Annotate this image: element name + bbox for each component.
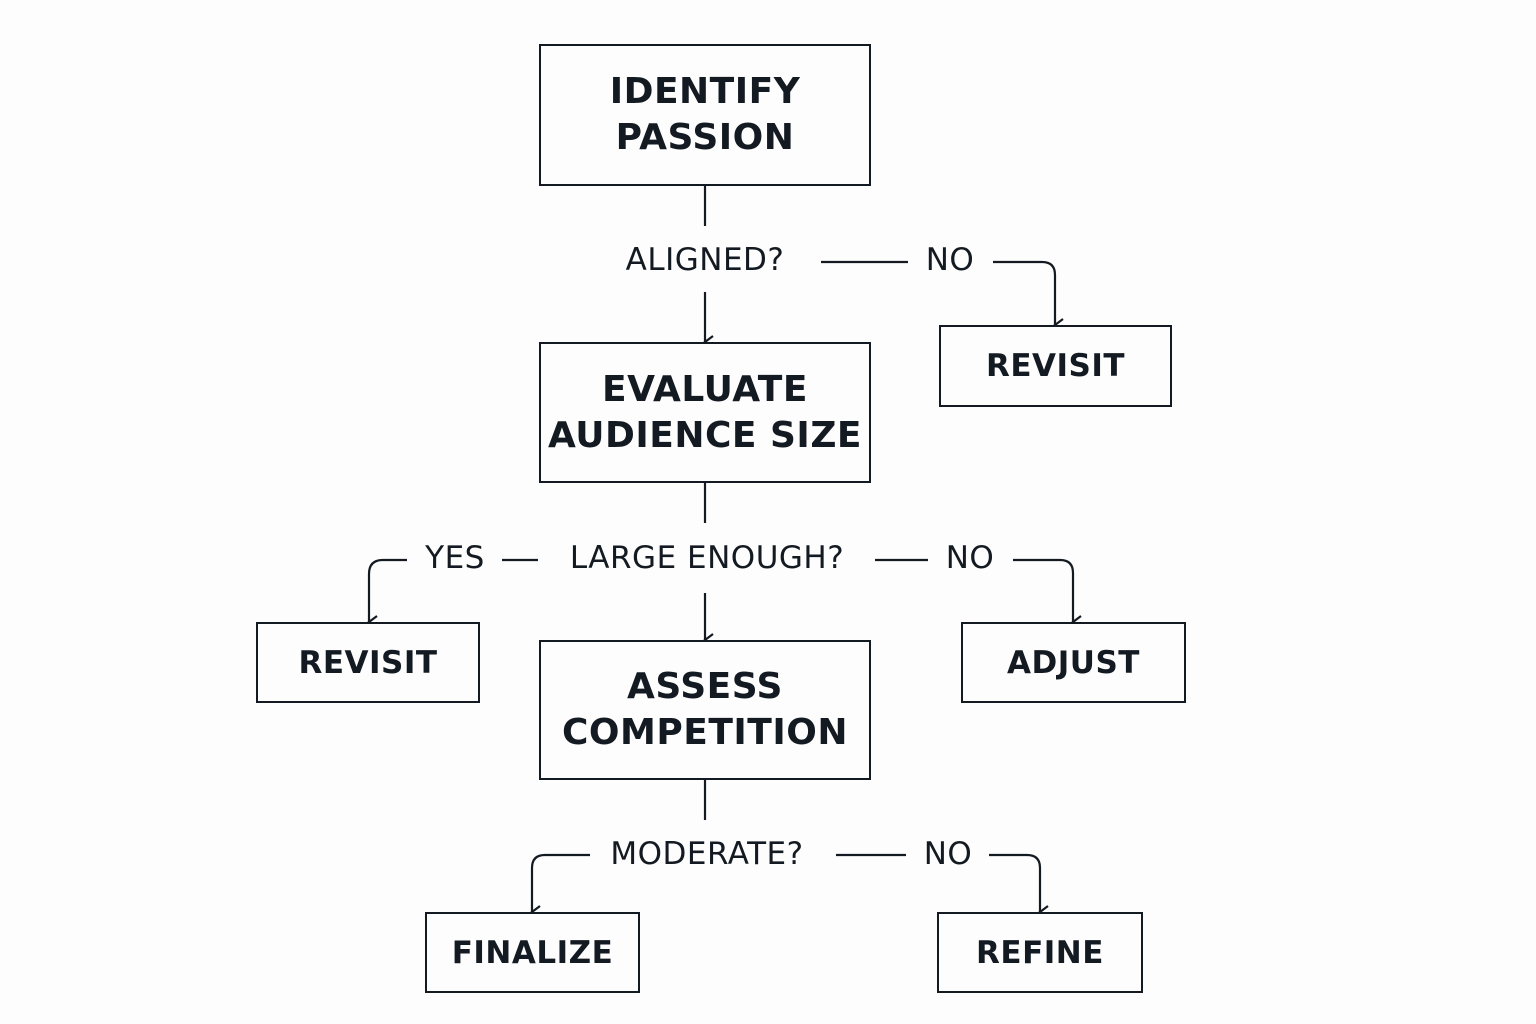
node-identify-passion: IDENTIFY PASSION — [539, 44, 871, 186]
node-revisit-left: REVISIT — [256, 622, 480, 703]
decision-large-enough: LARGE ENOUGH? — [569, 540, 845, 576]
edge-yes-to-revisit-left — [367, 558, 407, 629]
node-evaluate-audience-size: EVALUATE AUDIENCE SIZE — [539, 342, 871, 483]
edge-moderate-to-finalize — [530, 853, 590, 919]
node-assess-competition-line-2: COMPETITION — [562, 712, 848, 753]
node-finalize: FINALIZE — [425, 912, 640, 993]
node-revisit-top: REVISIT — [939, 325, 1172, 407]
node-assess-competition: ASSESS COMPETITION — [539, 640, 871, 780]
node-identify-passion-line-1: IDENTIFY — [609, 71, 801, 112]
node-evaluate-audience-line-2: AUDIENCE SIZE — [547, 414, 863, 456]
edge-label-aligned-no: NO — [925, 242, 975, 278]
node-refine-label: REFINE — [976, 934, 1104, 971]
edge-no-to-adjust — [1013, 558, 1082, 629]
edge-label-moderate-no: NO — [923, 836, 973, 872]
edge-no-to-refine — [989, 853, 1049, 919]
node-assess-competition-line-1: ASSESS — [627, 666, 783, 707]
node-evaluate-audience-line-1: EVALUATE — [602, 368, 808, 410]
node-revisit-top-label: REVISIT — [985, 348, 1126, 384]
edge-label-large-yes: YES — [425, 540, 485, 576]
decision-aligned: ALIGNED? — [625, 242, 785, 278]
node-revisit-left-label: REVISIT — [298, 644, 438, 681]
decision-moderate: MODERATE? — [610, 836, 804, 872]
edge-no-to-revisit-top — [993, 260, 1064, 332]
node-adjust-label: ADJUST — [1007, 644, 1140, 681]
node-adjust: ADJUST — [961, 622, 1186, 703]
node-refine: REFINE — [937, 912, 1143, 993]
node-identify-passion-line-2: PASSION — [615, 117, 795, 158]
node-finalize-label: FINALIZE — [451, 934, 614, 971]
edge-label-large-no: NO — [945, 540, 995, 576]
